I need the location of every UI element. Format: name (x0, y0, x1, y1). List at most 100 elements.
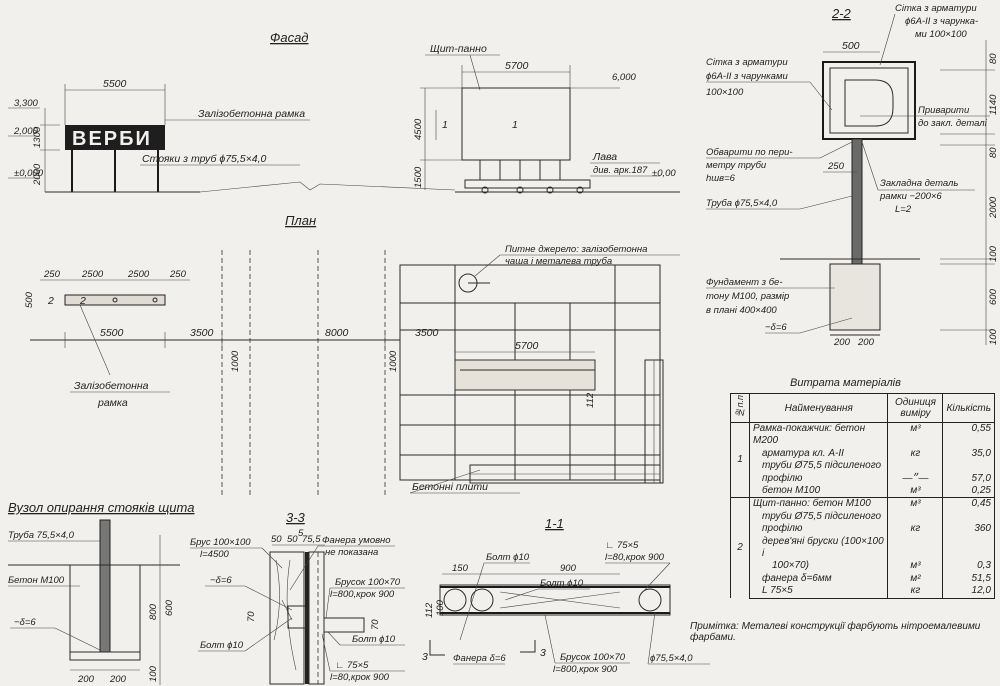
row-unit: м³ (887, 485, 944, 498)
row-unit: м² (887, 572, 944, 586)
row-name: арматура кл. А-II (748, 447, 889, 461)
header-qty: Кількість (942, 393, 995, 423)
section-1-1: 150 900 112 100 Болт ϕ10 Болт ϕ10 ∟ 75×5… (422, 540, 710, 675)
panel-mark-left: 1 (442, 119, 448, 131)
plan-frame-label-2: рамка (97, 397, 128, 409)
s11-plywood: Фанера δ=6 (453, 653, 506, 664)
row-unit: кг (887, 447, 944, 461)
plan-dim-112: 112 (585, 392, 596, 408)
support-v800: 800 (148, 603, 159, 620)
s33-plate: −δ=6 (210, 575, 232, 586)
plywood-label-1: Фанера умовно (322, 535, 391, 546)
cut-mark-2a: 2 (47, 295, 54, 307)
support-b200a: 200 (77, 674, 95, 685)
materials-title: Витрата матеріалів (790, 377, 901, 389)
level-3300: 3,300 (14, 98, 38, 109)
s11-angle-2: l=80,крок 900 (605, 552, 665, 563)
row-unit: м³ (887, 560, 944, 573)
row-unit: кг (887, 523, 944, 536)
s22-v100b: 100 (988, 328, 999, 345)
s22-v80b: 80 (988, 147, 999, 158)
support-plate: −δ=6 (14, 617, 36, 628)
s11-bolt-a: Болт ϕ10 (486, 552, 530, 563)
plan-dim-250b: 250 (169, 269, 187, 280)
plan-dim-1000a: 1000 (230, 350, 241, 372)
row-name: фанера δ=6мм (748, 572, 889, 586)
support-pipe-label: Труба 75,5×4,0 (8, 530, 75, 541)
s11-d150: 150 (452, 563, 469, 574)
row-qty: 0,3 (942, 560, 995, 573)
row-unit (887, 460, 944, 473)
row-name: профілю (748, 523, 889, 536)
section-2-2: 500 200 200 Сітка з арматури ϕ6А-II з ча… (706, 3, 999, 348)
row-qty: 0,25 (942, 485, 995, 498)
support-pipe (99, 519, 111, 653)
plan-dim-250a: 250 (43, 269, 61, 280)
bench-ref: див. арк.187 (593, 165, 648, 176)
facade-width-dim: 5500 (103, 78, 127, 90)
row-qty (942, 535, 995, 561)
row-name: Щит-панно: бетон М100 (748, 497, 889, 511)
row-qty (942, 510, 995, 524)
row-qty: 0,55 (942, 421, 995, 448)
sign-text: ВЕРБИ (72, 128, 152, 150)
row-name: 100×70) (748, 560, 889, 573)
header-name: Найменування (748, 393, 889, 423)
s22-pipe-label: Труба ϕ75,5×4,0 (706, 198, 778, 209)
support-v600: 600 (164, 599, 175, 616)
plan-dim-500: 500 (24, 291, 35, 308)
mesh-right-1: Сітка з арматури (895, 3, 977, 14)
row-qty: 360 (942, 523, 995, 536)
s11-bar-1: Брусок 100×70 (560, 652, 626, 663)
s33-bolt-b: Болт ϕ10 (352, 634, 396, 645)
support-concrete-label: Бетон М100 (8, 575, 65, 586)
table-row: труби Ø75,5 підсиленого (731, 510, 995, 524)
weld-label-1: Приварити (918, 105, 970, 116)
facade-sign: 5500 ВЕРБИ 1300 2000 3,300 2,000 ±0,000 … (8, 78, 456, 193)
row-name: труби Ø75,5 підсиленого (748, 460, 889, 473)
row-qty: 57,0 (942, 472, 995, 486)
row-name: Рамка-покажчик: бетон М200 (748, 421, 889, 448)
row-num: 2 (730, 497, 750, 599)
plan-dim-5700: 5700 (515, 340, 539, 352)
beam-label-1: Брус 100×100 (190, 537, 251, 548)
s22-v2000: 2000 (988, 196, 999, 219)
s22-v600: 600 (988, 288, 999, 305)
s33-d50b: 50 (287, 534, 298, 545)
panel-label: Щит-панно (430, 43, 487, 55)
mesh-left-3: 100×100 (706, 87, 744, 98)
panel-width-dim: 5700 (505, 60, 529, 72)
plan-dim-3500a: 3500 (190, 327, 214, 339)
s33-angle-2: l=80,крок 900 (330, 672, 390, 683)
table-row: дерев'яні бруски (100×100 і (731, 535, 995, 561)
s22-dim-200b: 200 (857, 337, 875, 348)
header-unit-2: виміру (900, 408, 931, 419)
row-name: бетон М100 (748, 485, 889, 498)
support-title: Вузол опирання стояків щита (8, 500, 194, 515)
section-2-2-title: 2-2 (831, 6, 852, 21)
s11-d100: 100 (435, 599, 446, 616)
embed-label-3: L=2 (895, 204, 912, 215)
s11-d900: 900 (560, 563, 577, 574)
s22-v1140: 1140 (988, 94, 999, 115)
s22-v80a: 80 (988, 53, 999, 64)
level-2000: 2,000 (13, 126, 38, 137)
s33-bolt-a: Болт ϕ10 (200, 640, 244, 651)
s11-angle-1: ∟ 75×5 (605, 540, 639, 551)
row-qty: 51,5 (942, 572, 995, 586)
section-3-3-title: 3-3 (286, 510, 306, 525)
facade-dim-1300: 1300 (32, 126, 43, 148)
facade-panel: Щит-панно 5700 6,000 4500 1500 1 1 Лава … (413, 43, 680, 194)
mesh-right-3: ми 100×100 (915, 29, 967, 40)
row-unit: —״— (887, 472, 944, 486)
s33-bar-label-1: Брусок 100×70 (335, 577, 401, 588)
s33-bar-label-2: l=800,крок 900 (330, 589, 395, 600)
row-name: труби Ø75,5 підсиленого (748, 510, 889, 524)
bench-label: Лава (592, 151, 617, 163)
